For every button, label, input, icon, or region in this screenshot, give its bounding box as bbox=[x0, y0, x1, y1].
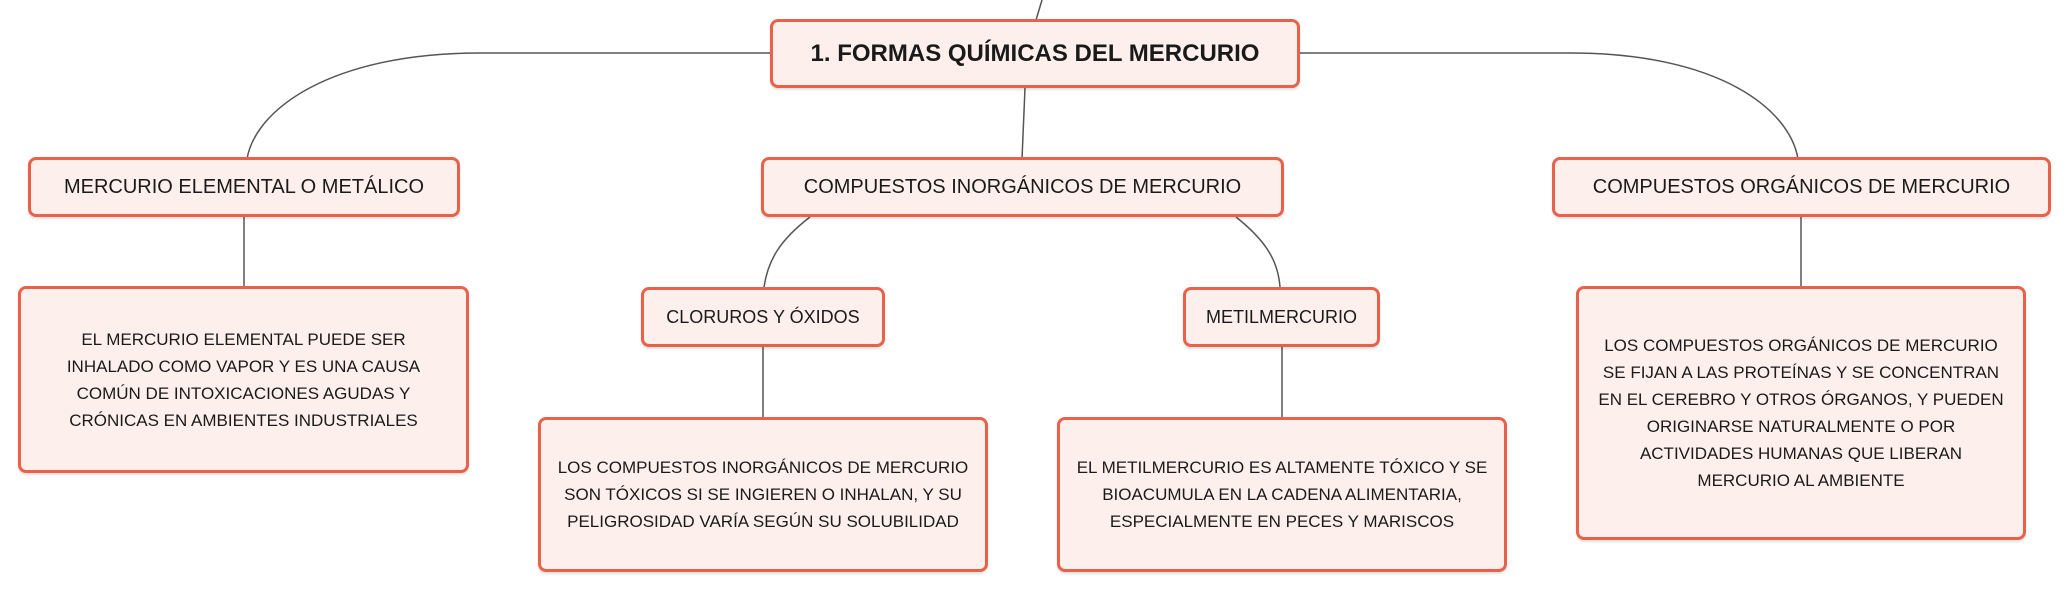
connector-inorganic-methyl bbox=[1235, 216, 1281, 288]
description-chlorides-oxides[interactable]: LOS COMPUESTOS INORGÁNICOS DE MERCURIO S… bbox=[538, 417, 988, 572]
subtopic-methylmercury-label: METILMERCURIO bbox=[1205, 306, 1357, 327]
description-chlorides-oxides-text: LOS COMPUESTOS INORGÁNICOS DE MERCURIO S… bbox=[557, 458, 969, 531]
connector-root-inorganic bbox=[1021, 87, 1026, 160]
description-methylmercury-text: EL METILMERCURIO ES ALTAMENTE TÓXICO Y S… bbox=[1076, 458, 1488, 531]
root-topic[interactable]: 1. FORMAS QUÍMICAS DEL MERCURIO bbox=[770, 19, 1300, 88]
connector-root-organic bbox=[1299, 52, 1799, 160]
description-methylmercury[interactable]: EL METILMERCURIO ES ALTAMENTE TÓXICO Y S… bbox=[1057, 417, 1507, 572]
connector-inorganic-chlorides bbox=[763, 216, 811, 288]
topic-organic-compounds-label: COMPUESTOS ORGÁNICOS DE MERCURIO bbox=[1592, 175, 2011, 198]
description-elemental-mercury-text: EL MERCURIO ELEMENTAL PUEDE SER INHALADO… bbox=[66, 329, 421, 430]
description-organic-compounds[interactable]: LOS COMPUESTOS ORGÁNICOS DE MERCURIO SE … bbox=[1576, 286, 2026, 540]
connector-root-elemental bbox=[246, 52, 770, 160]
topic-organic-compounds[interactable]: COMPUESTOS ORGÁNICOS DE MERCURIO bbox=[1552, 157, 2051, 217]
topic-inorganic-compounds-label: COMPUESTOS INORGÁNICOS DE MERCURIO bbox=[803, 175, 1242, 198]
connector-root-parent bbox=[1035, 0, 1043, 21]
subtopic-chlorides-oxides-label: CLORUROS Y ÓXIDOS bbox=[666, 306, 860, 327]
topic-elemental-mercury-label: MERCURIO ELEMENTAL O METÁLICO bbox=[63, 175, 425, 198]
description-elemental-mercury[interactable]: EL MERCURIO ELEMENTAL PUEDE SER INHALADO… bbox=[18, 286, 469, 473]
subtopic-methylmercury[interactable]: METILMERCURIO bbox=[1183, 287, 1380, 347]
root-topic-label: 1. FORMAS QUÍMICAS DEL MERCURIO bbox=[810, 39, 1260, 67]
subtopic-chlorides-oxides[interactable]: CLORUROS Y ÓXIDOS bbox=[641, 287, 885, 347]
description-organic-compounds-text: LOS COMPUESTOS ORGÁNICOS DE MERCURIO SE … bbox=[1598, 336, 2004, 490]
topic-inorganic-compounds[interactable]: COMPUESTOS INORGÁNICOS DE MERCURIO bbox=[761, 157, 1284, 217]
topic-elemental-mercury[interactable]: MERCURIO ELEMENTAL O METÁLICO bbox=[28, 157, 460, 217]
